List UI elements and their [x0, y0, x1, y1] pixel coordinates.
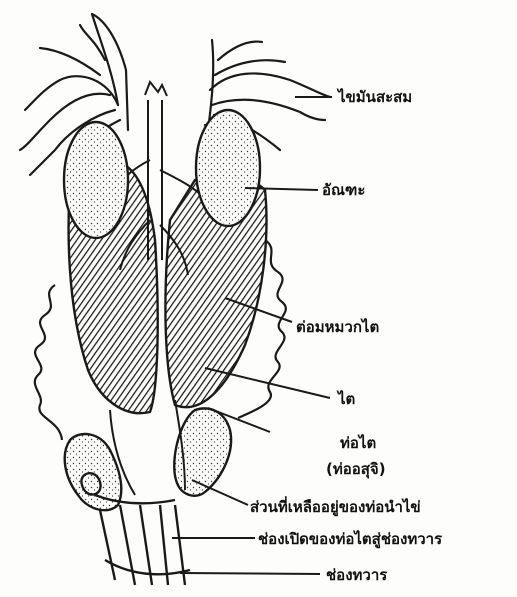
label-cloaca: ช่องทวาร [326, 566, 387, 584]
label-ureter-alt: (ท่ออสุจิ) [326, 460, 386, 478]
testis-left [64, 122, 128, 238]
testis-right [196, 110, 260, 226]
coiled-duct-left [35, 285, 62, 440]
label-fat-body: ไขมันสะสม [338, 88, 412, 106]
label-kidney: ไต [338, 390, 355, 408]
label-ureter-opening: ช่องเปิดของท่อไตสู่ช่องทวาร [258, 530, 442, 548]
label-ureter: ท่อไต [340, 434, 376, 452]
oviduct-remnant-left [65, 434, 122, 510]
label-adrenal-gland: ต่อมหมวกไต [296, 318, 379, 336]
label-testis: อัณฑะ [322, 181, 365, 199]
oviduct-remnant-right [174, 408, 231, 495]
label-oviduct-remnant: ส่วนที่เหลืออยู่ของท่อนำไข่ [250, 498, 421, 516]
